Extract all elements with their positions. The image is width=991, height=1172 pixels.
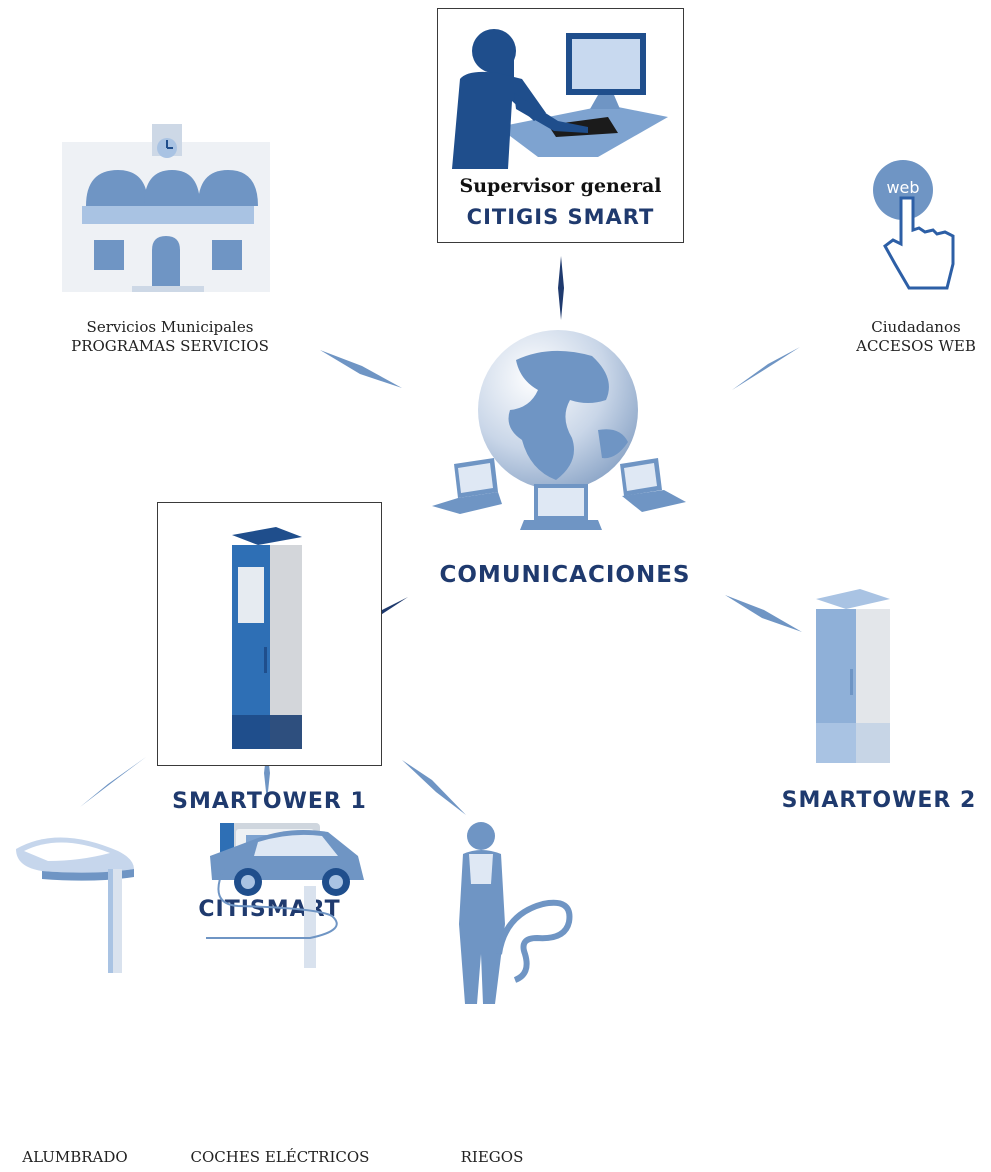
ciudadanos-line1: Ciudadanos	[871, 318, 961, 336]
connector-supervisor	[558, 256, 564, 320]
connector-riegos	[402, 760, 466, 815]
operator-at-computer-icon	[452, 29, 668, 169]
riegos-label: RIEGOS	[460, 1148, 524, 1166]
citismart-label: CITISMART	[198, 897, 341, 922]
connector-ciudadanos	[732, 347, 800, 390]
laptop-icon-right	[620, 458, 686, 512]
connector-servicios	[320, 350, 402, 388]
smartower2-label: SMARTOWER 2	[781, 788, 977, 813]
connector-alumbrado	[80, 757, 146, 807]
web-click-icon	[873, 160, 955, 290]
servicios-label: Servicios Municipales PROGRAMAS SERVICIO…	[40, 318, 300, 356]
coches-label: COCHES ELÉCTRICOS	[190, 1148, 370, 1166]
alumbrado-label: ALUMBRADO	[22, 1148, 128, 1166]
servicios-line1: Servicios Municipales	[86, 318, 254, 336]
connector-smartower2	[725, 595, 802, 632]
electric-car-icon	[206, 830, 364, 968]
cabinet-tower-icon	[232, 527, 302, 749]
laptop-icon-left	[432, 458, 502, 514]
comunicaciones-label: COMUNICACIONES	[439, 562, 691, 588]
gardener-icon	[459, 822, 573, 1004]
street-lamp-icon	[16, 837, 134, 973]
globe-network-icon	[432, 330, 686, 530]
smartower1-label: SMARTOWER 1	[172, 789, 367, 814]
ciudadanos-label: Ciudadanos ACCESOS WEB	[846, 318, 986, 356]
supervisor-box: Supervisor general CITIGIS SMART	[437, 8, 684, 243]
smartower1-box: SMARTOWER 1 CITISMART	[157, 502, 382, 922]
supervisor-product: CITIGIS SMART	[466, 205, 655, 229]
web-badge-text: web	[886, 178, 920, 197]
town-hall-icon	[62, 124, 270, 292]
cabinet-tower-2-icon	[816, 589, 890, 763]
servicios-line2: PROGRAMAS SERVICIOS	[71, 337, 269, 355]
supervisor-title: Supervisor general	[459, 175, 662, 197]
laptop-icon-center	[520, 484, 602, 530]
ciudadanos-line2: ACCESOS WEB	[856, 337, 976, 355]
